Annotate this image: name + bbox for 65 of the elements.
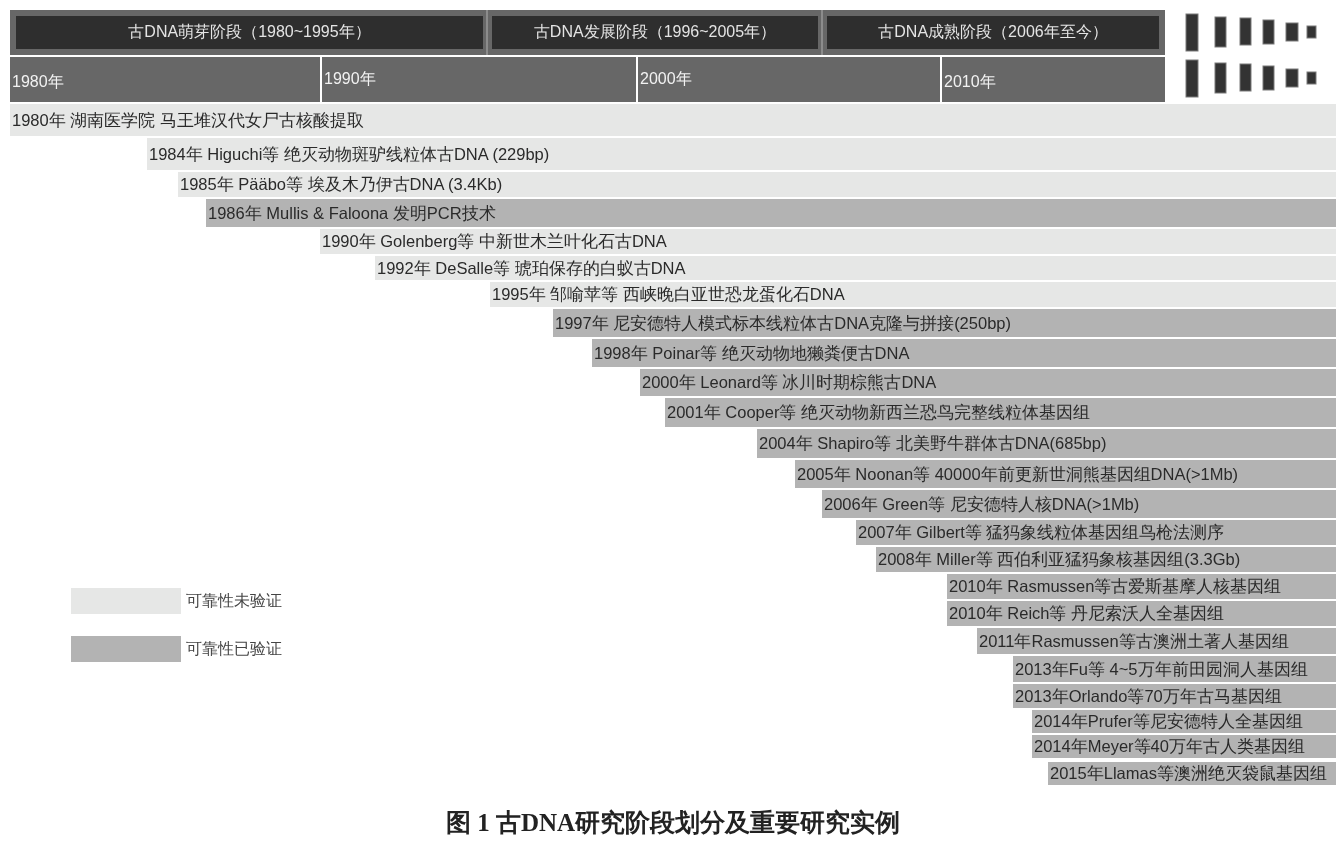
- timeline-bar: [640, 369, 1336, 396]
- timeline-bar: [10, 104, 1336, 136]
- legend-label: 可靠性未验证: [186, 592, 282, 611]
- timeline-bar: [876, 547, 1336, 572]
- event-label: 1995年 邹喻苹等 西峡晚白亚世恐龙蛋化石DNA: [492, 285, 845, 304]
- phase-banner: [827, 16, 1159, 49]
- timeline-bar: [665, 398, 1336, 427]
- event-label: 2004年 Shapiro等 北美野牛群体古DNA(685bp): [759, 434, 1107, 453]
- timeline-bar: [856, 520, 1336, 545]
- phase-title: 古DNA发展阶段（1996~2005年）: [533, 23, 777, 42]
- year-header: [638, 57, 940, 102]
- event-label: 2006年 Green等 尼安德特人核DNA(>1Mb): [824, 494, 1140, 514]
- event-label: 1985年 Pääbo等 埃及木乃伊古DNA (3.4Kb): [180, 175, 503, 194]
- timeline-bar: [757, 429, 1336, 458]
- timeline-bar: [947, 601, 1336, 626]
- timeline-bar: [1048, 762, 1336, 785]
- event-label: 2014年Prufer等尼安德特人全基因组: [1034, 712, 1303, 731]
- event-label: 2015年Llamas等澳洲绝灭袋鼠基因组: [1050, 764, 1327, 783]
- timeline-bar: [1013, 684, 1336, 708]
- event-label: 2008年 Miller等 西伯利亚猛犸象核基因组(3.3Gb): [878, 550, 1241, 569]
- event-label: 2000年 Leonard等 冰川时期棕熊古DNA: [642, 373, 937, 392]
- event-label: 2013年Orlando等70万年古马基因组: [1015, 686, 1282, 706]
- timeline-bar: [206, 199, 1336, 227]
- phase-title: 古DNA萌芽阶段（1980~1995年）: [128, 23, 371, 42]
- timeline-bar: [1032, 735, 1336, 758]
- event-label: 2001年 Cooper等 绝灭动物新西兰恐鸟完整线粒体基因组: [667, 403, 1090, 422]
- event-label: 2010年 Rasmussen等古爱斯基摩人核基因组: [949, 577, 1282, 596]
- year-label: 1990年: [324, 70, 376, 89]
- timeline-bar: [947, 574, 1336, 599]
- event-label: 1980年 湖南医学院 马王堆汉代女尸古核酸提取: [12, 110, 364, 130]
- year-label: 2010年: [944, 73, 996, 92]
- figure-caption: 图 1 古DNA研究阶段划分及重要研究实例: [446, 809, 901, 838]
- timeline-bar: [490, 282, 1336, 307]
- timeline-bar: [178, 172, 1336, 197]
- event-label: 2007年 Gilbert等 猛犸象线粒体基因组鸟枪法测序: [858, 523, 1225, 542]
- event-label: 2010年 Reich等 丹尼索沃人全基因组: [949, 604, 1225, 623]
- timeline-bar: [822, 490, 1336, 518]
- year-header: [942, 57, 1165, 102]
- event-label: 1984年 Higuchi等 绝灭动物斑驴线粒体古DNA (229bp): [149, 144, 550, 164]
- event-label: 2013年Fu等 4~5万年前田园洞人基因组: [1015, 659, 1308, 679]
- event-label: 1986年 Mullis & Faloona 发明PCR技术: [208, 203, 496, 223]
- timeline-bar: [375, 256, 1336, 280]
- year-label: 1980年: [12, 73, 64, 92]
- phase-title: 古DNA成熟阶段（2006年至今）: [878, 23, 1108, 42]
- timeline-bar: [592, 339, 1336, 367]
- timeline-bar: [320, 229, 1336, 254]
- timeline-bar: [977, 628, 1336, 654]
- timeline-bar: [553, 309, 1336, 337]
- timeline-bar: [1032, 710, 1336, 733]
- event-label: 2005年 Noonan等 40000年前更新世洞熊基因组DNA(>1Mb): [797, 464, 1239, 484]
- event-label: 1992年 DeSalle等 琥珀保存的白蚁古DNA: [377, 258, 686, 278]
- event-label: 2014年Meyer等40万年古人类基因组: [1034, 737, 1305, 756]
- event-label: 1998年 Poinar等 绝灭动物地獭粪便古DNA: [594, 343, 910, 363]
- year-header: [322, 57, 636, 102]
- legend-label: 可靠性已验证: [186, 640, 282, 659]
- event-label: 2011年Rasmussen等古澳洲土著人基因组: [979, 631, 1289, 651]
- event-label: 1990年 Golenberg等 中新世木兰叶化石古DNA: [322, 232, 667, 251]
- phase-banner: [492, 16, 818, 49]
- event-label: 1997年 尼安德特人模式标本线粒体古DNA克隆与拼接(250bp): [555, 313, 1011, 333]
- year-header: [10, 57, 320, 102]
- phase-banner: [16, 16, 483, 49]
- timeline-bar: [147, 138, 1336, 170]
- year-label: 2000年: [640, 70, 692, 89]
- timeline-bar: [1013, 656, 1336, 682]
- timeline-bar: [795, 460, 1336, 488]
